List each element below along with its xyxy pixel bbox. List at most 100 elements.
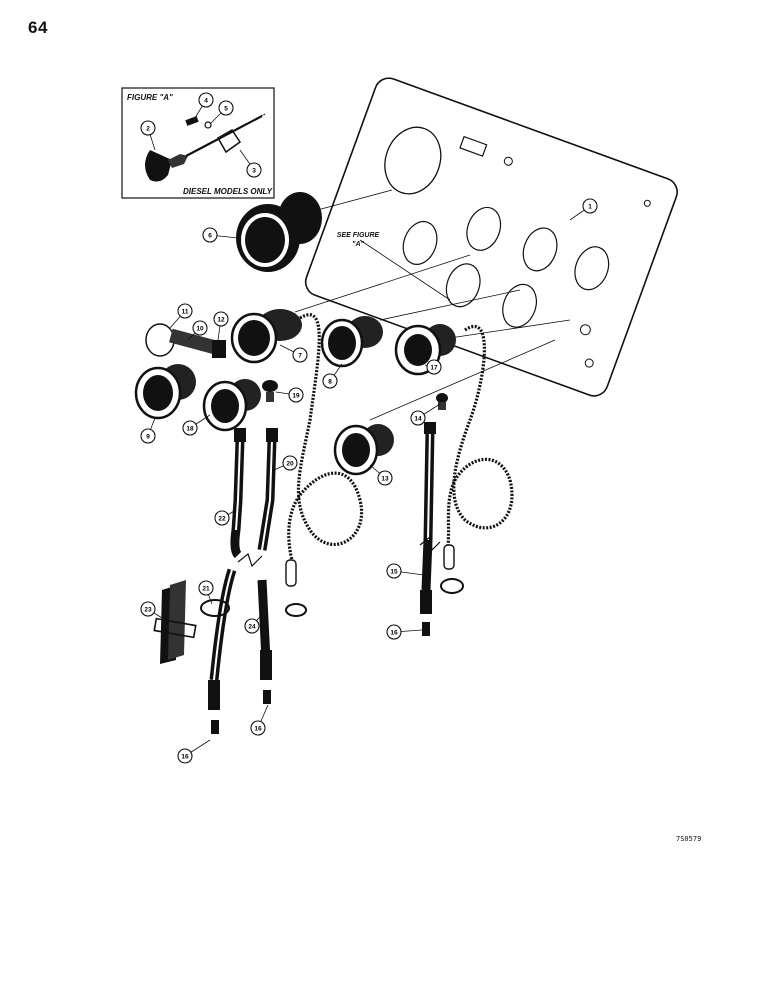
- callout-22: 22: [214, 509, 237, 526]
- clamp-23: [153, 580, 197, 664]
- callout-8: 8: [322, 363, 343, 389]
- callout-7: 7: [279, 344, 308, 363]
- callout-circle: [177, 303, 193, 319]
- hose-21: [209, 568, 237, 681]
- callout-circle: [202, 227, 218, 243]
- hose-15: [421, 429, 435, 591]
- callout-number: 8: [328, 378, 332, 385]
- break-marks: [237, 535, 441, 568]
- reference-code: 7S0579: [676, 835, 702, 843]
- callout-circle: [282, 455, 298, 471]
- callout-21: 21: [198, 580, 214, 605]
- gauge-8-top: [320, 316, 383, 368]
- callout-number: 11: [182, 308, 189, 315]
- callout-circle: [198, 92, 214, 108]
- callout-circle: [213, 311, 229, 327]
- nut-left: [285, 603, 307, 617]
- callout-number: 14: [414, 415, 422, 422]
- callout-17: 17: [424, 359, 442, 375]
- gauge-7: [230, 309, 302, 364]
- gauge-9: [134, 364, 196, 420]
- callout-circle: [426, 359, 442, 375]
- fitting-19: [262, 380, 278, 402]
- callout-number: 16: [181, 753, 189, 760]
- figure-a-box: [121, 87, 275, 199]
- callout-circle: [377, 470, 393, 486]
- capillary-tube-left: [287, 313, 364, 561]
- callout-11: 11: [169, 303, 193, 329]
- callout-16: 16: [386, 624, 423, 640]
- callout-2: 2: [140, 120, 156, 151]
- capillary-tube-right: [446, 325, 514, 546]
- callout-19: 19: [275, 387, 304, 403]
- callout-number: 10: [196, 325, 204, 332]
- callout-circle: [140, 120, 156, 136]
- callout-circle: [177, 748, 193, 764]
- callout-circle: [582, 198, 598, 214]
- callouts: 1234567891011121314151617181920212223241…: [140, 92, 598, 764]
- callout-number: 23: [144, 606, 152, 613]
- callout-number: 2: [146, 125, 150, 132]
- see-figure-label: SEE FIGURE "A": [328, 231, 388, 249]
- callout-circle: [140, 601, 156, 617]
- callout-circle: [198, 580, 214, 596]
- callout-circle: [410, 410, 426, 426]
- callout-23: 23: [140, 601, 163, 619]
- callout-3: 3: [239, 149, 262, 178]
- hose-22: [230, 439, 245, 559]
- callout-number: 6: [208, 232, 212, 239]
- callout-number: 16: [390, 629, 398, 636]
- callout-10: 10: [187, 320, 208, 341]
- callout-number: 17: [430, 364, 438, 371]
- callout-number: 13: [381, 475, 389, 482]
- sender-assembly: [145, 323, 226, 358]
- callout-18: 18: [182, 414, 211, 436]
- callout-circle: [140, 428, 156, 444]
- callout-16: 16: [177, 739, 211, 764]
- fitting-14: [436, 393, 448, 410]
- callout-14: 14: [410, 403, 441, 426]
- hose-24: [257, 579, 271, 661]
- alignment-lines: [294, 189, 571, 421]
- figure-a-title: FIGURE "A": [127, 93, 173, 102]
- callout-circle: [250, 720, 266, 736]
- callout-circle: [182, 420, 198, 436]
- callout-number: 18: [186, 425, 194, 432]
- gauge-6: [236, 192, 322, 272]
- callout-number: 20: [286, 460, 294, 467]
- callout-number: 16: [254, 725, 262, 732]
- callout-number: 24: [248, 623, 256, 630]
- callout-9: 9: [140, 417, 156, 444]
- figure-a-parts: [145, 113, 266, 182]
- callout-13: 13: [369, 464, 393, 486]
- figure-a-note: DIESEL MODELS ONLY: [183, 187, 273, 196]
- callout-circle: [292, 347, 308, 363]
- callout-20: 20: [273, 455, 298, 471]
- bulb-left: [285, 559, 297, 587]
- callout-number: 21: [202, 585, 210, 592]
- bulb-right: [443, 544, 455, 570]
- callout-15: 15: [386, 563, 425, 579]
- callout-6: 6: [202, 227, 239, 243]
- callout-number: 4: [204, 97, 208, 104]
- clip-21: [200, 599, 230, 617]
- gauge-17: [394, 324, 456, 376]
- callout-circle: [322, 373, 338, 389]
- callout-4: 4: [194, 92, 214, 119]
- callout-circle: [386, 624, 402, 640]
- hose-20: [257, 439, 277, 551]
- callout-circle: [192, 320, 208, 336]
- callout-circle: [214, 510, 230, 526]
- callout-circle: [246, 162, 262, 178]
- hose-end-fittings: [208, 422, 436, 734]
- callout-number: 5: [224, 105, 228, 112]
- nut-right: [440, 578, 464, 594]
- callout-number: 15: [390, 568, 398, 575]
- callout-24: 24: [244, 611, 265, 634]
- callout-12: 12: [213, 311, 229, 341]
- gauge-18: [202, 379, 261, 432]
- callout-circle: [288, 387, 304, 403]
- callout-number: 22: [218, 515, 226, 522]
- callout-number: 3: [252, 167, 256, 174]
